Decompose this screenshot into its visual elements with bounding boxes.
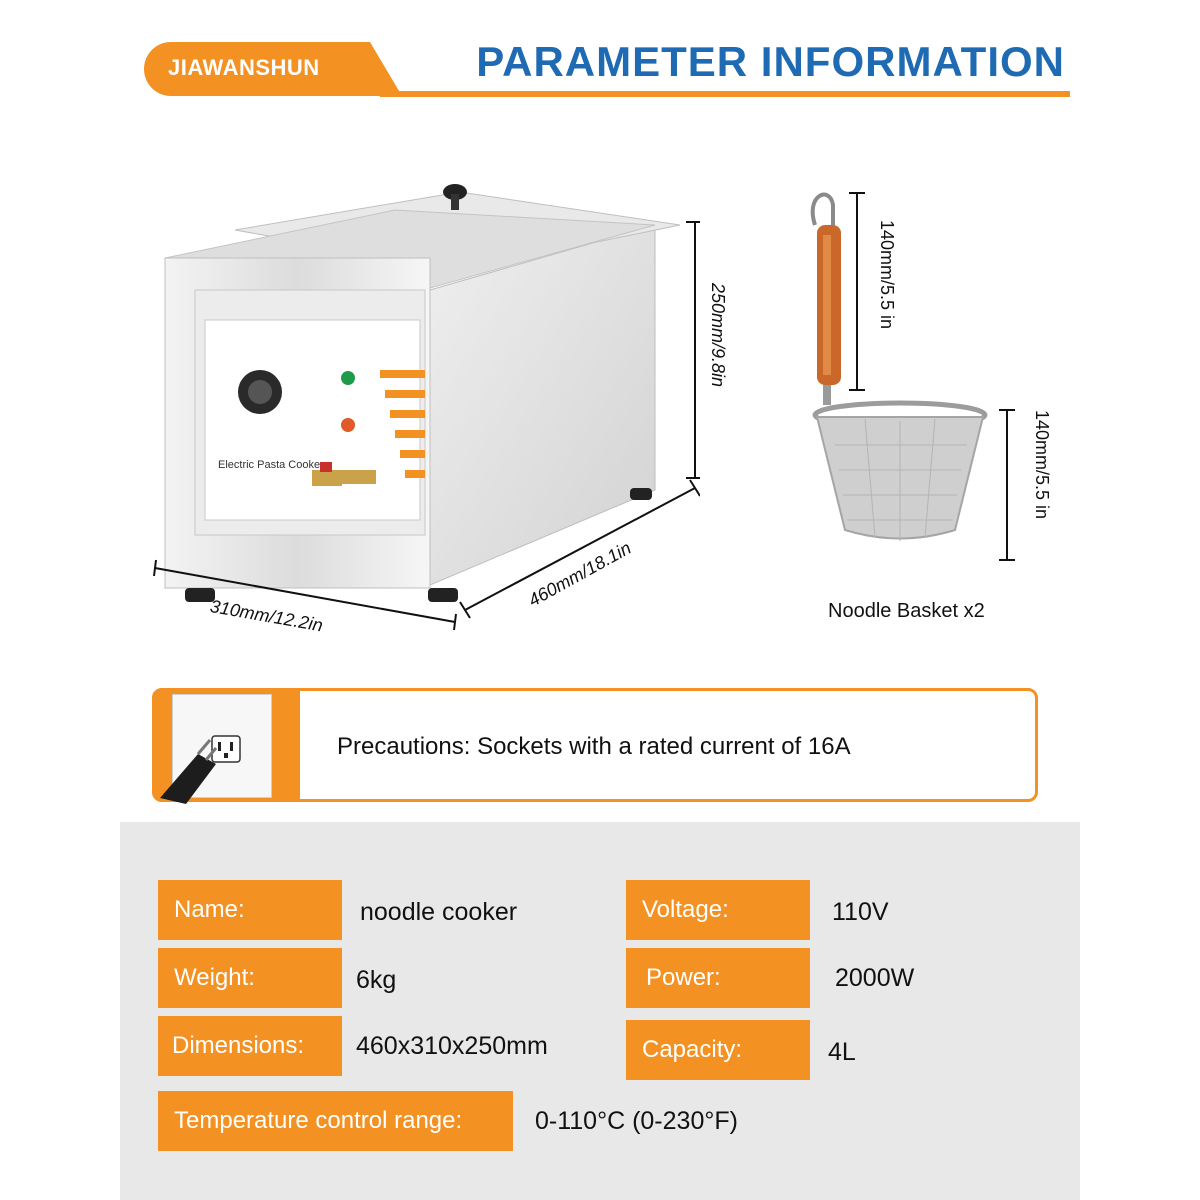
header-underline xyxy=(380,91,1070,97)
height-dimension-label: 250mm/9.8in xyxy=(708,283,728,388)
noodle-cooker-illustration: Electric Pasta Cooker xyxy=(153,184,700,631)
spec-value-dimensions: 460x310x250mm xyxy=(356,1032,548,1060)
spec-label-power: Power: xyxy=(626,948,810,1008)
noodle-basket-illustration xyxy=(810,192,1015,561)
spec-label-weight: Weight: xyxy=(158,948,342,1008)
basket-dimension-lines xyxy=(849,192,1015,561)
precaution-text: Precautions: Sockets with a rated curren… xyxy=(337,733,851,760)
spec-value-power: 2000W xyxy=(835,964,915,992)
spec-label-temperature: Temperature control range: xyxy=(158,1091,513,1151)
brand-name: JIAWANSHUN xyxy=(168,55,320,80)
spec-value-name: noodle cooker xyxy=(360,898,518,926)
spec-value-capacity: 4L xyxy=(828,1038,856,1066)
basket-dimension-label: 140mm/5.5 in xyxy=(1032,410,1052,520)
dimension-lines xyxy=(153,221,700,631)
spec-value-temperature: 0-110°C (0-230°F) xyxy=(535,1107,738,1135)
orange-panel-stripes xyxy=(380,370,425,478)
spec-value-weight: 6kg xyxy=(356,966,397,994)
spec-label-capacity: Capacity: xyxy=(626,1020,810,1080)
spec-label-voltage: Voltage: xyxy=(626,880,810,940)
page-title: PARAMETER INFORMATION xyxy=(476,38,1065,85)
brand-tab-shape xyxy=(144,42,402,96)
spec-label-dimensions: Dimensions: xyxy=(158,1016,342,1076)
spec-label-name: Name: xyxy=(158,880,342,940)
handle-dimension-label: 140mm/5.5 in xyxy=(877,220,897,330)
basket-caption: Noodle Basket x2 xyxy=(828,600,985,622)
power-plug-socket-icon xyxy=(160,735,241,804)
panel-label: Electric Pasta Cooker xyxy=(218,459,324,471)
spec-value-voltage: 110V xyxy=(832,898,889,926)
